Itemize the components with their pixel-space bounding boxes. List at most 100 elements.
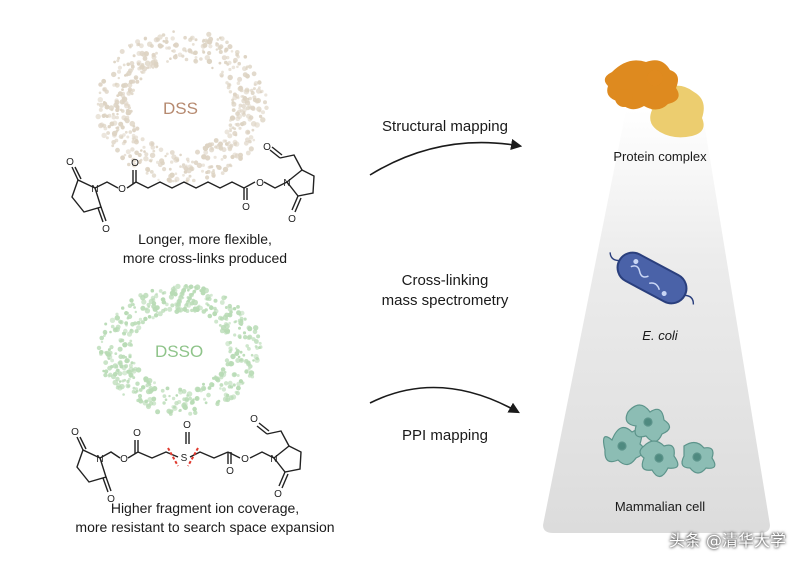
bead — [122, 370, 128, 376]
bead — [143, 376, 149, 382]
bead — [103, 113, 107, 117]
bead — [162, 394, 167, 398]
bead — [121, 101, 125, 104]
svg-text:O: O — [226, 466, 234, 477]
bead — [110, 324, 115, 329]
bead — [109, 345, 114, 350]
bead — [158, 147, 164, 153]
bead — [207, 386, 212, 390]
bead — [203, 287, 209, 294]
bead — [172, 180, 175, 183]
bead — [103, 373, 108, 378]
watermark-text: 头条 @清华大学 — [668, 531, 786, 550]
bead — [219, 383, 224, 387]
bead — [126, 379, 130, 384]
bead — [205, 175, 210, 180]
bead — [121, 96, 128, 102]
bead — [220, 371, 227, 378]
structural-mapping-arrow — [369, 138, 523, 176]
bead — [252, 138, 256, 142]
bead — [240, 122, 244, 126]
bead — [139, 77, 143, 81]
bead — [220, 74, 224, 78]
bead — [254, 357, 260, 363]
bead — [135, 126, 140, 131]
bead — [144, 399, 149, 404]
bead — [228, 395, 234, 401]
bead — [130, 322, 135, 327]
bead — [235, 50, 240, 55]
bead — [176, 307, 182, 313]
bead — [129, 339, 133, 343]
bead — [143, 292, 149, 299]
bead — [158, 289, 163, 293]
bead — [190, 308, 194, 313]
dsso-molecule-atoms: N O O O O S O O O N O O — [71, 414, 282, 505]
bead — [193, 58, 199, 64]
bead — [206, 303, 210, 307]
bead — [221, 387, 227, 392]
bead — [153, 37, 159, 43]
bead — [96, 345, 102, 351]
bead — [168, 412, 173, 416]
bead — [123, 328, 128, 334]
bead — [242, 107, 247, 113]
bead — [227, 380, 233, 386]
bead — [144, 51, 149, 56]
bead — [192, 178, 196, 183]
bead — [111, 71, 117, 78]
bead — [131, 368, 135, 372]
bead — [234, 351, 240, 356]
bead — [115, 370, 119, 375]
bead — [122, 393, 125, 396]
bead — [192, 299, 198, 306]
bead — [213, 298, 218, 303]
bead — [136, 60, 142, 66]
structural-mapping-label: Structural mapping — [382, 118, 508, 135]
bead — [218, 50, 223, 54]
bead — [162, 167, 167, 172]
bead — [220, 171, 225, 176]
bead — [178, 409, 181, 413]
bead — [202, 42, 208, 48]
bead — [224, 129, 230, 135]
bead — [192, 308, 198, 313]
bead — [96, 102, 100, 106]
dsso-cleavage-marks — [167, 447, 199, 467]
bead — [99, 122, 105, 127]
bead — [211, 173, 216, 178]
bead — [103, 360, 109, 365]
bead — [105, 136, 109, 140]
bead — [223, 330, 229, 335]
bead — [162, 401, 166, 405]
bead — [134, 390, 138, 394]
bead — [137, 393, 143, 399]
bead — [252, 329, 258, 335]
bead — [110, 358, 114, 363]
bead — [116, 59, 120, 63]
bead — [237, 76, 243, 82]
bead — [184, 284, 188, 288]
bead — [172, 30, 175, 33]
bead — [237, 61, 241, 66]
bead — [250, 121, 257, 127]
bead — [236, 81, 241, 85]
bead — [134, 135, 139, 140]
bead — [99, 350, 104, 355]
bead — [155, 51, 158, 55]
bead — [161, 33, 166, 37]
bead — [187, 48, 192, 53]
bead — [153, 313, 159, 318]
svg-text:N: N — [96, 454, 103, 465]
bead — [115, 147, 120, 153]
bead — [124, 130, 128, 134]
bead — [167, 306, 173, 312]
bead — [170, 36, 175, 41]
bead — [151, 52, 156, 58]
bead — [238, 326, 241, 330]
bead — [182, 173, 185, 177]
bead — [192, 398, 195, 402]
bead — [193, 410, 198, 415]
bead — [95, 113, 101, 120]
bead — [228, 340, 232, 345]
